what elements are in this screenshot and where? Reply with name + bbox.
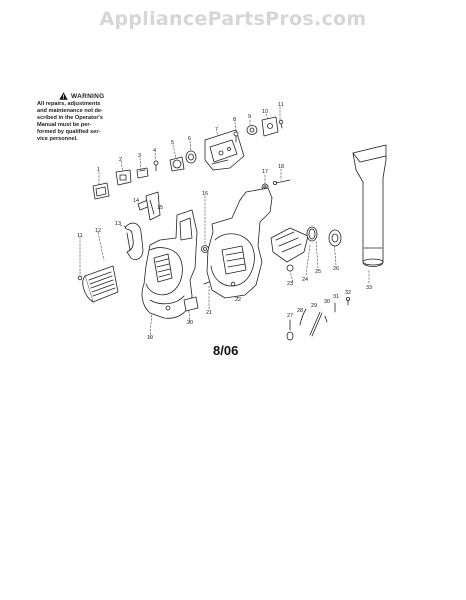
part-number: 17 xyxy=(262,169,268,175)
warning-line: All repairs, adjustments xyxy=(37,101,101,107)
part-2-latch xyxy=(115,169,132,186)
warning-triangle-icon xyxy=(59,92,68,100)
part-number: 6 xyxy=(188,136,191,142)
part-11-screw xyxy=(278,119,284,129)
part-number: 25 xyxy=(315,269,321,275)
part-number: 32 xyxy=(345,290,351,296)
part-26-cap xyxy=(328,229,342,247)
part-4-screw xyxy=(153,160,159,172)
part-number: 19 xyxy=(147,335,153,341)
part-number: 8 xyxy=(233,117,236,123)
part-7-cover xyxy=(204,129,245,171)
part-32-screw xyxy=(345,296,350,306)
part-16-nut xyxy=(201,245,209,253)
part-number: 1 xyxy=(97,167,100,173)
part-9-grommet xyxy=(246,125,258,135)
part-11-screw-left xyxy=(77,275,83,281)
warning-line: and maintenance not de- xyxy=(37,108,103,114)
part-3-bracket xyxy=(136,167,149,179)
part-27-ring xyxy=(286,319,294,341)
warning-title: WARNING xyxy=(71,92,105,100)
part-1-clip xyxy=(92,182,110,200)
part-30-spring xyxy=(324,315,328,323)
part-24-adaptor xyxy=(270,227,309,263)
part-10-bracket xyxy=(261,116,279,137)
part-number: 13 xyxy=(115,221,121,227)
part-number: 22 xyxy=(235,297,241,303)
watermark: AppliancePartsPros.com xyxy=(99,8,367,30)
part-number: 2 xyxy=(119,157,122,163)
part-20-clip xyxy=(183,296,199,312)
warning-body: All repairs, adjustments and maintenance… xyxy=(37,101,115,143)
part-number: 11 xyxy=(278,102,284,108)
part-number: 9 xyxy=(248,114,251,120)
part-number: 7 xyxy=(215,127,218,133)
part-number: 16 xyxy=(202,191,208,197)
part-number: 11 xyxy=(77,233,83,239)
warning-line: scribed in the Operator's xyxy=(37,115,103,121)
part-23-nut xyxy=(286,264,294,272)
warning-line: formed by qualified ser- xyxy=(37,129,101,135)
part-5-knob xyxy=(169,156,185,172)
part-number: 14 xyxy=(133,198,139,204)
part-number: 31 xyxy=(333,294,339,300)
warning-notice: WARNING All repairs, adjustments and mai… xyxy=(37,92,115,143)
part-18-screw xyxy=(272,179,291,185)
part-28-hose xyxy=(299,308,307,326)
part-number: 10 xyxy=(262,109,268,115)
part-number: 24 xyxy=(302,277,308,283)
revision-date: 8/06 xyxy=(213,343,239,358)
part-25-ring xyxy=(306,226,318,242)
part-6-cap xyxy=(185,150,197,164)
part-number: 28 xyxy=(297,308,303,314)
part-number: 30 xyxy=(324,299,330,305)
warning-line: Manual must be per- xyxy=(37,122,92,128)
part-number-labels: 1 2 3 4 5 6 7 8 9 10 11 11 12 13 14 15 1… xyxy=(77,102,372,341)
warning-line: vice personnel. xyxy=(37,136,78,142)
part-number: 27 xyxy=(287,313,293,319)
part-number: 20 xyxy=(187,320,193,326)
part-number: 4 xyxy=(153,148,156,154)
part-8-screw xyxy=(233,131,239,143)
part-15-clip xyxy=(145,191,161,221)
part-number: 23 xyxy=(287,281,293,287)
part-33-tube xyxy=(352,144,387,267)
part-number: 12 xyxy=(95,228,101,234)
part-12-grille xyxy=(82,265,119,303)
part-22-right-housing xyxy=(206,187,273,299)
warning-header: WARNING xyxy=(59,92,115,100)
part-number: 5 xyxy=(171,140,174,146)
part-number: 26 xyxy=(333,266,339,272)
part-number: 29 xyxy=(311,303,317,309)
part-number: 15 xyxy=(157,205,163,211)
part-13-handle xyxy=(124,222,144,260)
part-number: 33 xyxy=(366,285,372,291)
part-29-rod xyxy=(309,311,323,337)
part-number: 18 xyxy=(278,164,284,170)
part-number: 3 xyxy=(138,153,141,159)
part-number: 21 xyxy=(206,310,212,316)
part-19-left-housing xyxy=(141,209,198,319)
